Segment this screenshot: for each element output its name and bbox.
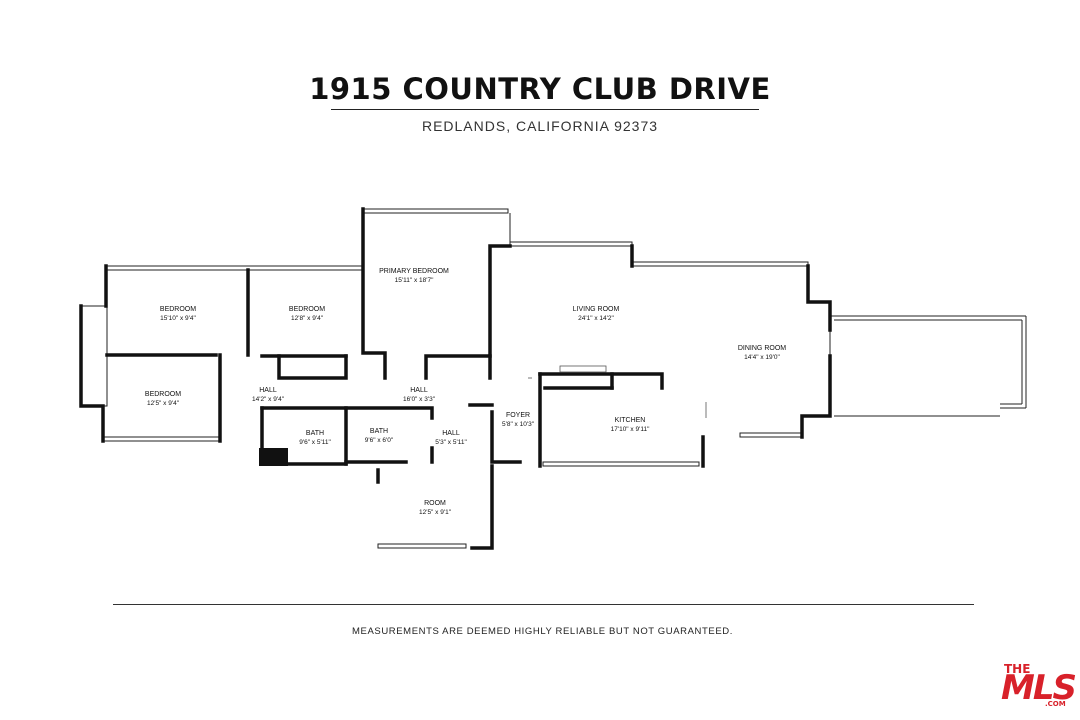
fixtures <box>528 365 707 418</box>
property-address: REDLANDS, CALIFORNIA 92373 <box>421 118 659 134</box>
logo-com-text: .COM <box>1045 700 1066 708</box>
room-dims: 14'2" x 9'4" <box>252 396 285 403</box>
title-underline <box>331 109 759 110</box>
room-dims: 24'1" x 14'2" <box>578 315 614 322</box>
mls-logo: THE MLS .COM <box>998 660 1077 712</box>
room-label: HALL <box>259 387 277 394</box>
room-label: BEDROOM <box>145 391 181 398</box>
room-label: BEDROOM <box>289 306 325 313</box>
room-dims: 14'4" x 19'0" <box>744 354 780 361</box>
room-label: HALL <box>410 387 428 394</box>
room-dims: 15'10" x 9'4" <box>160 315 196 322</box>
room-dims: 5'3" x 5'11" <box>435 439 467 446</box>
footer-divider <box>113 604 974 605</box>
room-label: PRIMARY BEDROOM <box>379 268 449 275</box>
room-label: HALL <box>442 430 460 437</box>
room-dims: 9'6" x 6'0" <box>365 437 394 444</box>
room-dims: 12'5" x 9'4" <box>147 400 180 407</box>
room-label: BATH <box>370 428 388 435</box>
room-dims: 15'11" x 18'7" <box>395 277 434 284</box>
logo-mls-text: MLS <box>1001 668 1077 708</box>
property-title: 1915 COUNTRY CLUB DRIVE <box>309 72 771 106</box>
thin-walls <box>80 208 1027 549</box>
room-dims: 17'10" x 9'11" <box>611 426 650 433</box>
room-dims: 16'0" x 3'3" <box>403 396 436 403</box>
logo-the-text: THE <box>1004 662 1031 676</box>
room-label: DINING ROOM <box>738 345 786 352</box>
room-label: BATH <box>306 430 324 437</box>
utility-block <box>259 448 288 466</box>
room-label: LIVING ROOM <box>573 306 620 313</box>
room-label: BEDROOM <box>160 306 196 313</box>
measurement-disclaimer: MEASUREMENTS ARE DEEMED HIGHLY RELIABLE … <box>352 626 733 637</box>
room-dims: 9'6" x 5'11" <box>299 439 331 446</box>
room-dims: 12'8" x 9'4" <box>291 315 324 322</box>
room-label: FOYER <box>506 412 530 419</box>
thick-walls <box>79 207 832 550</box>
room-dims: 12'5" x 9'1" <box>419 509 452 516</box>
room-label: KITCHEN <box>615 417 646 424</box>
room-label: ROOM <box>424 500 446 507</box>
room-dims: 5'8" x 10'3" <box>502 421 535 428</box>
